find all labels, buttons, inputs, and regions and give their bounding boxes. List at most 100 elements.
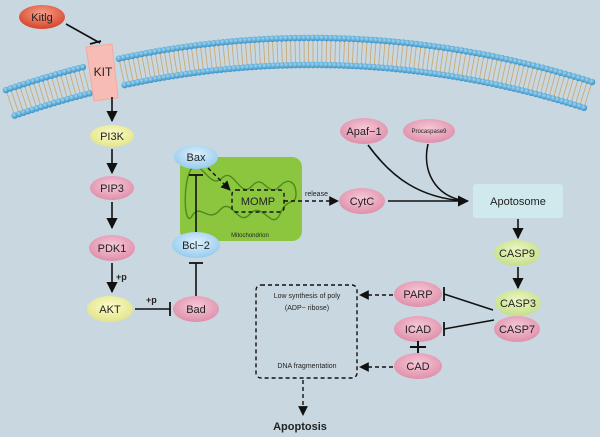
- lipid-tail: [452, 52, 458, 74]
- mitochondrion-label: Mitochondrion: [231, 233, 269, 239]
- apoptosis-label: Apoptosis: [273, 421, 327, 433]
- lipid-tail: [518, 66, 525, 87]
- lipid-tail: [409, 46, 413, 68]
- lipid-tail: [159, 53, 165, 75]
- akt-bad-phospho-label: +p: [146, 295, 157, 305]
- lipid-tail: [42, 81, 50, 102]
- lipid-tail: [218, 45, 222, 67]
- outcome-box: [255, 284, 358, 379]
- lipid-tail: [562, 77, 570, 99]
- lipid-tail: [128, 59, 134, 81]
- kitlg-kit-inhibit-bar: [89, 40, 102, 45]
- lipid-tail: [191, 48, 195, 70]
- lipid-tail: [33, 83, 41, 105]
- lipid-tail: [338, 41, 341, 63]
- lipid-tail: [254, 42, 257, 64]
- lipid-tail: [413, 47, 417, 68]
- pdk1-node: [89, 235, 135, 261]
- lipid-tail: [549, 74, 556, 95]
- cad-label: CAD: [406, 361, 429, 373]
- lipid-tail: [186, 49, 191, 71]
- lipid-tail: [479, 57, 484, 79]
- lipid-tail: [365, 42, 368, 64]
- lipid-tail: [575, 81, 583, 103]
- lipid-tail: [369, 42, 372, 64]
- momp-label: MOMP: [241, 196, 275, 208]
- lipid-tail: [272, 41, 274, 63]
- lipid-tail: [146, 56, 151, 77]
- lipid-tail: [360, 42, 363, 64]
- lipid-tail: [334, 41, 336, 63]
- lipid-tail: [439, 50, 444, 72]
- lipid-tail: [487, 59, 493, 80]
- casp9-node: [494, 240, 540, 266]
- cell-membrane: [2, 34, 596, 119]
- bax-node: [174, 145, 218, 169]
- icad-cad-binding-icon: [410, 341, 426, 353]
- lipid-tail: [236, 44, 239, 66]
- lipid-tail: [540, 71, 547, 93]
- pdk1-label: PDK1: [98, 243, 127, 255]
- lipid-tail: [38, 82, 46, 103]
- lipid-tail: [285, 41, 288, 63]
- lipid-tail: [527, 68, 534, 89]
- lipid-tail: [123, 60, 129, 82]
- lipid-tail: [200, 47, 204, 69]
- dna-fragmentation-label: DNA fragmentation: [277, 363, 336, 370]
- lipid-head: [86, 89, 93, 97]
- casp3-label: CASP3: [500, 298, 536, 310]
- lipid-tail: [15, 89, 23, 110]
- lipid-tail: [347, 41, 350, 63]
- casp7-label: CASP7: [499, 324, 535, 336]
- lipid-tail: [382, 43, 386, 65]
- bcl2-node: [172, 232, 220, 258]
- lipid-tail: [74, 72, 81, 93]
- lipid-tail: [448, 51, 453, 73]
- lipid-tail: [566, 79, 574, 100]
- pip3-node: [90, 176, 134, 200]
- release-label: release: [305, 191, 328, 198]
- lipid-tail: [164, 52, 169, 74]
- lipid-head: [580, 104, 588, 112]
- apotosome-complex: [473, 184, 563, 218]
- lipid-tail: [404, 46, 408, 67]
- lipid-tail: [352, 41, 354, 63]
- lipid-tail: [267, 41, 270, 63]
- icad-node: [394, 316, 442, 342]
- lipid-tail: [276, 41, 279, 63]
- lipid-tail: [213, 46, 217, 68]
- lipid-tail: [24, 86, 32, 108]
- cytc-node: [339, 188, 385, 214]
- lipid-tail: [571, 80, 579, 101]
- pi3k-node: [90, 125, 134, 147]
- lipid-tail: [222, 45, 226, 67]
- lipid-tail: [132, 58, 138, 80]
- lipid-tail: [56, 77, 63, 98]
- lipid-tail: [155, 54, 160, 76]
- lipid-tail: [457, 53, 462, 75]
- lipid-tail: [509, 64, 516, 85]
- lipid-tail: [83, 69, 90, 91]
- lipid-tail: [231, 44, 235, 66]
- lipid-tail: [6, 92, 15, 113]
- lipid-tail: [195, 48, 200, 70]
- lipid-head: [588, 78, 596, 86]
- lipid-tail: [553, 75, 561, 96]
- lipid-tail: [514, 65, 520, 86]
- mitochondrion-cristae: [184, 165, 297, 221]
- kitlg-kit-inhibit-edge: [65, 23, 101, 44]
- icad-label: ICAD: [405, 324, 431, 336]
- cad-node: [394, 353, 442, 379]
- lipid-tail: [536, 70, 543, 92]
- lipid-tail: [422, 48, 426, 70]
- lipid-tail: [523, 67, 529, 88]
- lipid-tail: [29, 85, 37, 106]
- bad-label: Bad: [186, 304, 206, 316]
- lipid-tail: [177, 50, 182, 72]
- parp-label: PARP: [403, 289, 432, 301]
- bax-label: Bax: [187, 152, 206, 164]
- apaf1-apotosome-edge: [367, 144, 466, 202]
- lipid-tail: [78, 71, 85, 92]
